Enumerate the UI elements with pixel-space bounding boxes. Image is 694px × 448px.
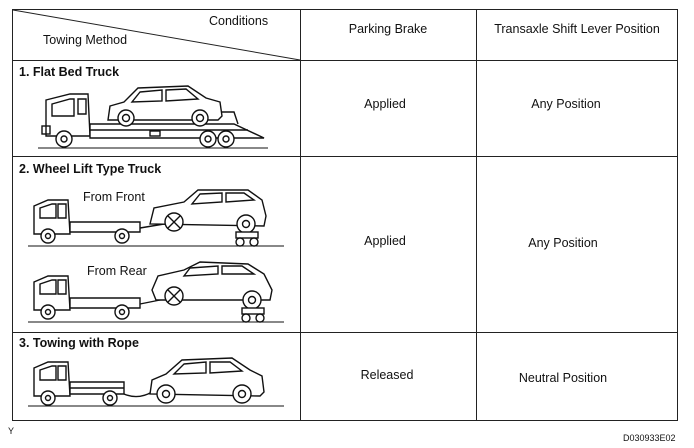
row-1-parking-brake: Applied [364,97,406,111]
towing-table: Conditions Towing Method Parking Brake T… [12,9,678,421]
row-divider-1 [13,156,677,157]
col-divider-1 [300,10,301,420]
col-divider-2 [476,10,477,420]
shift-lever-header: Transaxle Shift Lever Position [494,22,660,36]
wheel-lift-front-icon [28,189,284,247]
figure-code: D030933E02 [623,433,676,443]
row-3-shift-lever: Neutral Position [518,371,608,385]
row-2-parking-brake: Applied [364,234,406,248]
footer-left-mark: Y [8,426,15,436]
row-2-shift-lever: Any Position [528,236,598,250]
header-diagonal [12,9,301,61]
row-divider-2 [13,332,677,333]
row-3-method: 3. Towing with Rope [19,336,139,350]
towing-method-label: Towing Method [43,33,128,47]
wheel-lift-rear-icon [28,261,284,323]
row-2-from-rear: From Rear [87,264,147,278]
row-2-method: 2. Wheel Lift Type Truck [19,162,162,176]
row-2-from-front: From Front [83,190,145,204]
row-1-method: 1. Flat Bed Truck [19,65,120,79]
header-divider [13,60,677,61]
row-3-parking-brake: Released [360,368,414,382]
rope-tow-icon [28,357,284,407]
flatbed-truck-icon [38,85,268,149]
parking-brake-header: Parking Brake [348,22,428,36]
conditions-label: Conditions [209,14,269,28]
row-1-shift-lever: Any Position [531,97,601,111]
